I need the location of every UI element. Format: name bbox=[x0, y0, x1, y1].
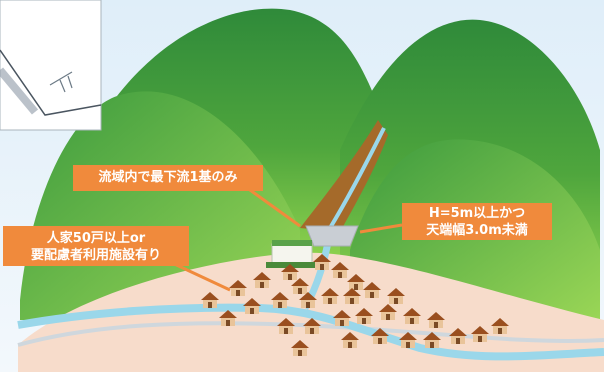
building-icon bbox=[266, 240, 318, 268]
callout-houses-line1: 人家50戸以上or bbox=[46, 231, 146, 246]
house-icon bbox=[219, 310, 237, 326]
house-icon bbox=[331, 262, 349, 278]
callout-dam-spec-line2: 天端幅3.0m未満 bbox=[426, 223, 528, 238]
house-icon bbox=[291, 278, 309, 294]
house-icon bbox=[201, 292, 219, 308]
gully bbox=[300, 120, 388, 232]
house-icon bbox=[271, 292, 289, 308]
river bbox=[17, 303, 604, 361]
gully-stream bbox=[328, 127, 386, 230]
house-icon bbox=[333, 310, 351, 326]
house-icon bbox=[347, 274, 365, 290]
callout-dam-spec-line1: H=5m以上かつ bbox=[428, 206, 526, 221]
leader-line-dam bbox=[359, 223, 403, 234]
house-icon bbox=[313, 254, 331, 270]
leader-line-houses bbox=[169, 260, 231, 292]
house-icon bbox=[281, 264, 299, 280]
house-icon bbox=[299, 292, 317, 308]
callout-basin-lowest: 流域内で最下流1基のみ bbox=[73, 165, 263, 191]
house-icon bbox=[427, 312, 445, 328]
house-icon bbox=[291, 340, 309, 356]
house-icon bbox=[321, 288, 339, 304]
callout-dam-spec: H=5m以上かつ 天端幅3.0m未満 bbox=[402, 203, 552, 240]
house-icon bbox=[343, 288, 361, 304]
house-icon bbox=[371, 328, 389, 344]
house-icon bbox=[379, 304, 397, 320]
callout-houses: 人家50戸以上or 要配慮者利用施設有り bbox=[3, 226, 189, 266]
house-icon bbox=[243, 298, 261, 314]
house-icon bbox=[277, 318, 295, 334]
house-icon bbox=[355, 308, 373, 324]
house-icon bbox=[403, 308, 421, 324]
house-icon bbox=[253, 272, 271, 288]
house-icon bbox=[491, 318, 509, 334]
inset-panel bbox=[0, 0, 102, 131]
dam-icon bbox=[305, 225, 359, 247]
house-group bbox=[201, 254, 509, 356]
callout-houses-line2: 要配慮者利用施設有り bbox=[30, 248, 161, 263]
house-icon bbox=[303, 318, 321, 334]
house-icon bbox=[423, 332, 441, 348]
leader-line-basin bbox=[249, 188, 301, 228]
house-icon bbox=[363, 282, 381, 298]
house-icon bbox=[449, 328, 467, 344]
house-icon bbox=[387, 288, 405, 304]
house-icon bbox=[229, 280, 247, 296]
callout-basin-lowest-text: 流域内で最下流1基のみ bbox=[98, 170, 238, 185]
house-icon bbox=[471, 326, 489, 342]
house-icon bbox=[399, 332, 417, 348]
ground-edge bbox=[17, 321, 604, 347]
house-icon bbox=[341, 332, 359, 348]
